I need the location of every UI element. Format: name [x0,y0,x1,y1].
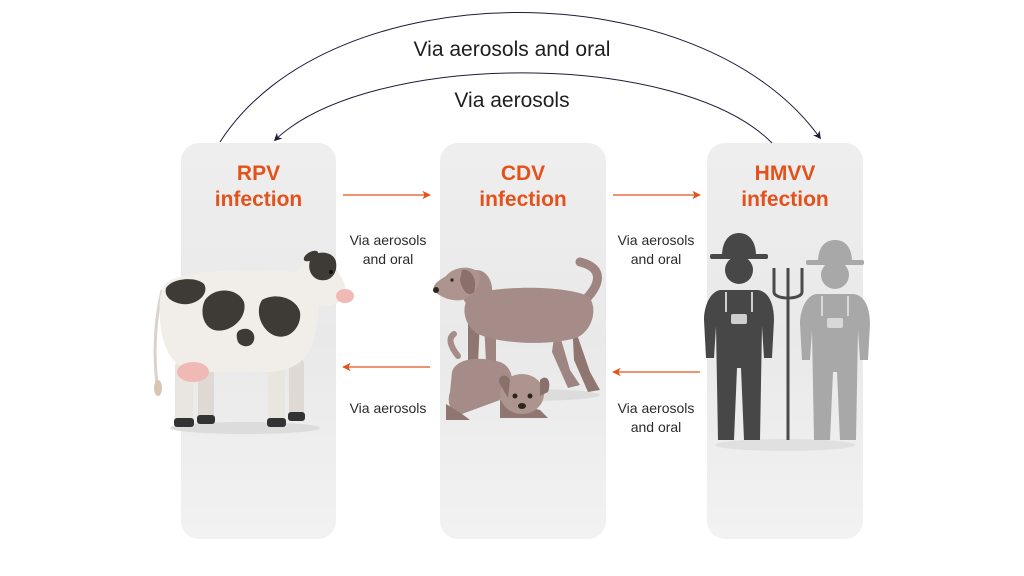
inner-arc [273,72,773,144]
inner-arc-label: Via aerosols [454,89,570,112]
cdv-panel-title: CDV infection [479,162,567,211]
rpv-panel-title: RPV infection [214,162,303,211]
farmer-back-icon [800,240,870,440]
farmer-front-icon [704,233,774,440]
puppy-icon [446,331,550,420]
hmvv-panel-title: HMVV infection [741,162,829,211]
outer-arc [219,12,821,143]
outer-arc-label: Via aerosols and oral [413,38,611,61]
pitchfork-icon [772,268,804,440]
route-label-cdv-to-hmvv: Via aerosols and oral [617,232,695,267]
route-label-cdv-to-rpv: Via aerosols [349,400,427,416]
route-label-rpv-to-cdv: Via aerosols and oral [349,232,427,267]
route-label-hmvv-to-cdv: Via aerosols and oral [617,400,695,435]
